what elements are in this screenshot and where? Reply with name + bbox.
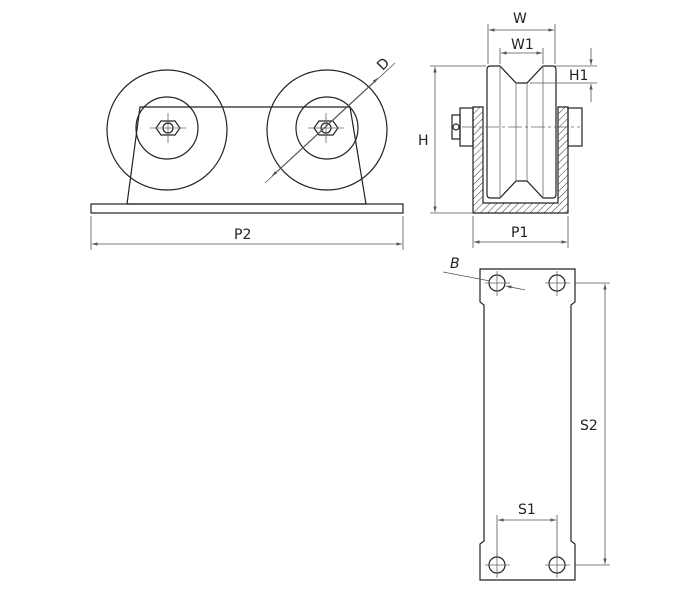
mounting-holes <box>485 271 570 578</box>
label-w1: W1 <box>511 37 534 53</box>
left-hub <box>135 96 199 160</box>
label-h: H <box>418 133 429 149</box>
bottom-view: B S2 S1 <box>442 256 610 581</box>
label-s2: S2 <box>580 418 598 434</box>
label-p2: P2 <box>234 227 251 243</box>
channel-bracket <box>472 106 569 214</box>
label-b: B <box>450 256 460 272</box>
label-p1: P1 <box>511 225 528 241</box>
base-plate <box>90 203 404 214</box>
left-wheel <box>106 69 228 191</box>
base-plate-outline <box>479 268 576 581</box>
right-wheel <box>266 69 388 191</box>
label-w: W <box>513 11 527 27</box>
label-h1: H1 <box>569 68 588 84</box>
label-s1: S1 <box>518 502 536 518</box>
front-view: D P2 <box>90 55 404 250</box>
left-bolt-nut <box>150 113 186 143</box>
side-view: W W1 H1 H P1 <box>418 11 597 248</box>
label-d: D <box>374 55 393 74</box>
v-groove-wheel <box>486 65 557 199</box>
